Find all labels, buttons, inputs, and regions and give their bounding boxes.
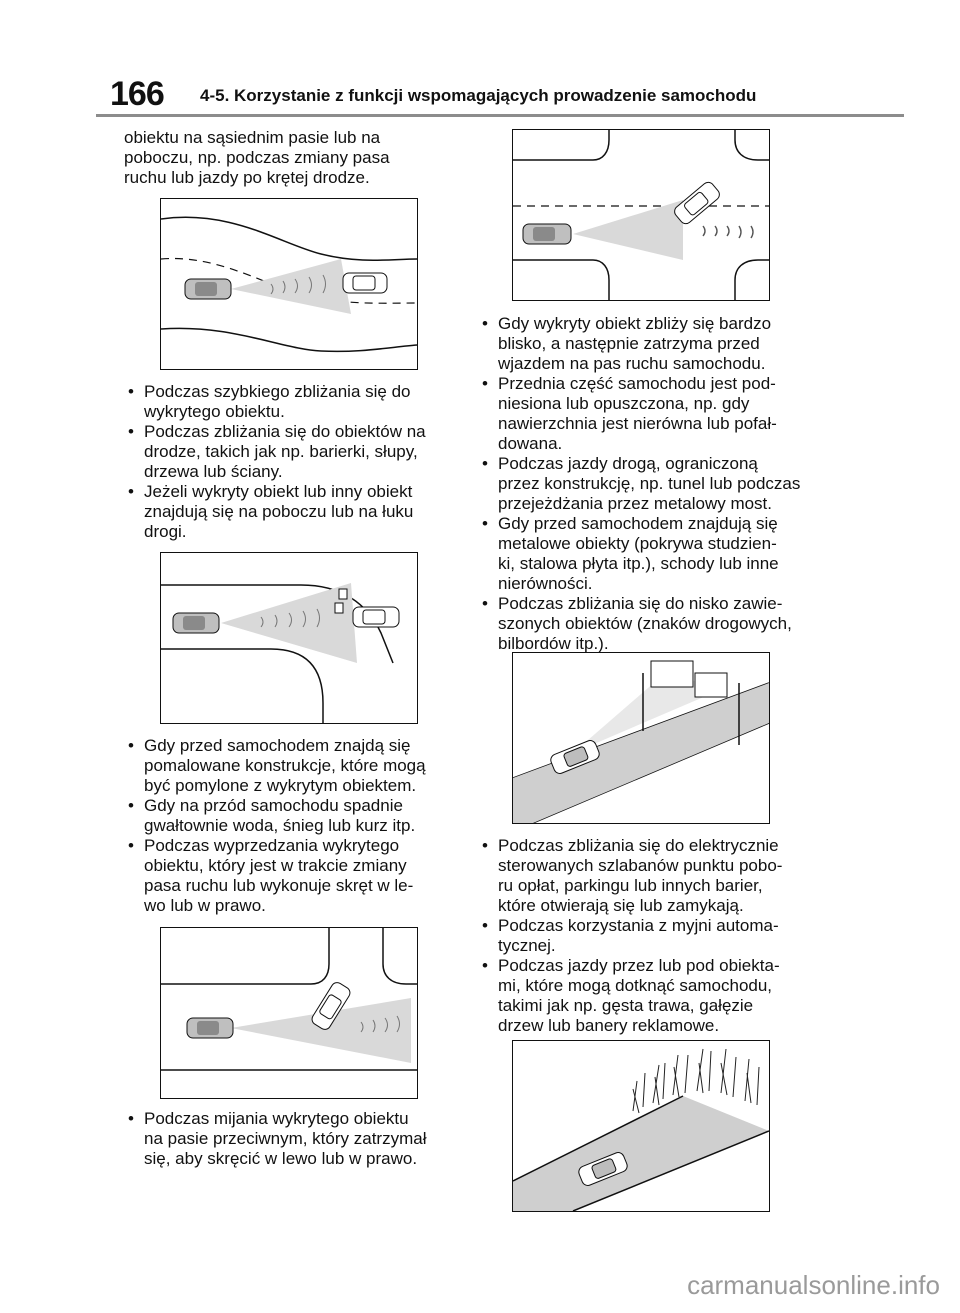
road-edge-illustration: [161, 583, 400, 723]
bullet-item: Gdy przed samochodem znajdą się pomalowa…: [124, 736, 454, 796]
page-header: 166 4-5. Korzystanie z funkcji wspomagaj…: [96, 74, 906, 118]
watermark: carmanualsonline.info: [687, 1270, 940, 1300]
page-number: 166: [110, 75, 165, 113]
figure-tall-grass: [512, 1040, 770, 1212]
bullet-item: Przednia część samochodu jest pod- niesi…: [478, 374, 818, 454]
bullet-item: Gdy wykryty obiekt zbliży się bardzo bli…: [478, 314, 818, 374]
right-bullets-1: Gdy wykryty obiekt zbliży się bardzo bli…: [478, 314, 818, 654]
bullet-item: Jeżeli wykryty obiekt lub inny obiekt zn…: [124, 482, 454, 542]
bullet-item: Gdy przed samochodem znajdują się metalo…: [478, 514, 818, 594]
right-bullets-2: Podczas zbliżania się do elektrycznie st…: [478, 836, 818, 1036]
left-intro: obiektu na sąsiednim pasie lub na pobocz…: [124, 128, 454, 188]
bullet-item: Podczas korzystania z myjni automa- tycz…: [478, 916, 818, 956]
figure-overtaking-turn: [160, 927, 418, 1099]
bullet-item: Podczas mijania wykrytego obiektu na pas…: [124, 1109, 454, 1169]
left-bullets-2: Gdy przed samochodem znajdą się pomalowa…: [124, 736, 454, 916]
figure-curved-road: [160, 198, 418, 370]
bullet-item: Podczas jazdy drogą, ograniczoną przez k…: [478, 454, 818, 514]
bullet-item: Podczas zbliżania się do nisko zawie- sz…: [478, 594, 818, 654]
bullet-item: Podczas zbliżania się do elektrycznie st…: [478, 836, 818, 916]
tall-grass-illustration: [513, 1048, 769, 1211]
bullet-item: Podczas wyprzedzania wykrytego obiektu, …: [124, 836, 454, 916]
bullet-item: Podczas zbliżania się do obiektów na dro…: [124, 422, 454, 482]
header-rule: [96, 114, 904, 117]
left-bullets-3: Podczas mijania wykrytego obiektu na pas…: [124, 1109, 454, 1169]
intro-paragraph: obiektu na sąsiednim pasie lub na pobocz…: [124, 128, 390, 187]
figure-road-edge: [160, 552, 418, 724]
intersection-illustration: [513, 130, 769, 300]
figure-intersection: [512, 129, 770, 301]
bullet-item: Podczas szybkiego zbliżania się do wykry…: [124, 382, 454, 422]
overhead-sign-illustration: [513, 660, 769, 823]
curved-road-illustration: [161, 216, 417, 353]
bullet-item: Gdy na przód samochodu spadnie gwałtowni…: [124, 796, 454, 836]
bullet-item: Podczas jazdy przez lub pod obiekta- mi,…: [478, 956, 818, 1036]
overtaking-turn-illustration: [161, 928, 417, 1071]
section-title: 4-5. Korzystanie z funkcji wspomagającyc…: [200, 86, 757, 105]
figure-overhead-sign: [512, 652, 770, 824]
left-bullets-1: Podczas szybkiego zbliżania się do wykry…: [124, 382, 454, 542]
